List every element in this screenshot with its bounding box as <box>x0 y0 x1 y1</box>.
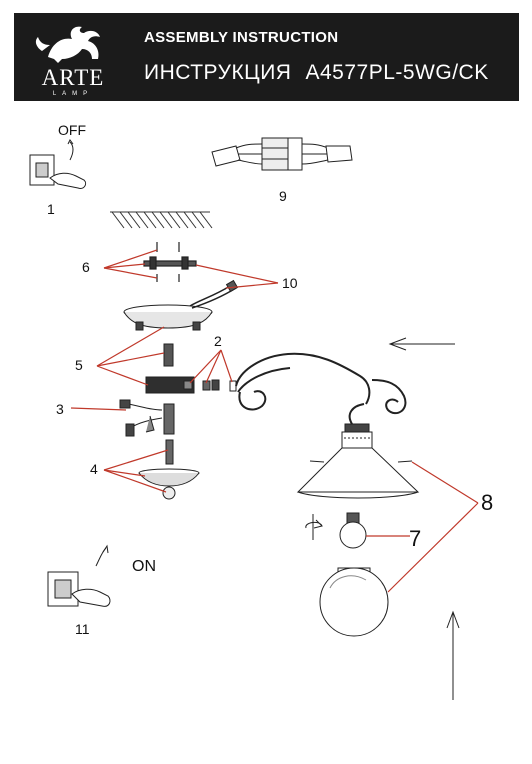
step-1-number: 1 <box>47 201 55 217</box>
brand-subtitle: LAMP <box>52 91 94 97</box>
brand-name: ARTE <box>41 65 105 90</box>
model-number: A4577PL-5WG/CK <box>305 61 489 84</box>
title-line-2: ИНСТРУКЦИЯ A4577PL-5WG/CK <box>144 61 503 85</box>
griffin-emblem-icon <box>35 26 100 63</box>
step-2-number: 2 <box>214 333 222 349</box>
leader-lines <box>70 249 479 593</box>
step-9-number: 9 <box>279 188 287 204</box>
step-5-number: 5 <box>75 357 83 373</box>
mounting-bar-illustration <box>143 242 197 282</box>
ceiling-hatch <box>110 211 213 229</box>
title-russian: ИНСТРУКЦИЯ <box>144 61 292 84</box>
terminal-block-illustration <box>211 137 353 171</box>
lamp-shade-illustration <box>296 423 420 499</box>
glass-globe-illustration <box>319 567 389 637</box>
step-11-number: 11 <box>75 621 90 637</box>
light-bulb-illustration <box>305 512 367 549</box>
off-label: OFF <box>58 122 86 138</box>
step-3-number: 3 <box>56 401 64 417</box>
step-4-number: 4 <box>90 461 98 477</box>
step-10-number: 10 <box>282 275 298 291</box>
bottom-cap-illustration <box>138 439 200 500</box>
connection-block-illustration <box>145 343 220 394</box>
title-english: ASSEMBLY INSTRUCTION <box>144 29 339 46</box>
lamp-arm-illustration <box>229 352 407 425</box>
canopy-illustration <box>123 279 239 331</box>
socket-wires-illustration <box>119 399 175 437</box>
on-label: ON <box>132 558 156 575</box>
direction-arrows <box>388 337 460 700</box>
step-8-number: 8 <box>481 490 493 515</box>
header-banner: ARTE LAMP ASSEMBLY INSTRUCTION ИНСТРУКЦИ… <box>14 13 519 101</box>
switch-off-illustration <box>29 139 87 189</box>
switch-on-illustration <box>47 544 111 607</box>
step-7-number: 7 <box>409 526 421 551</box>
step-6-number: 6 <box>82 259 90 275</box>
arte-lamp-logo: ARTE LAMP <box>28 21 118 97</box>
